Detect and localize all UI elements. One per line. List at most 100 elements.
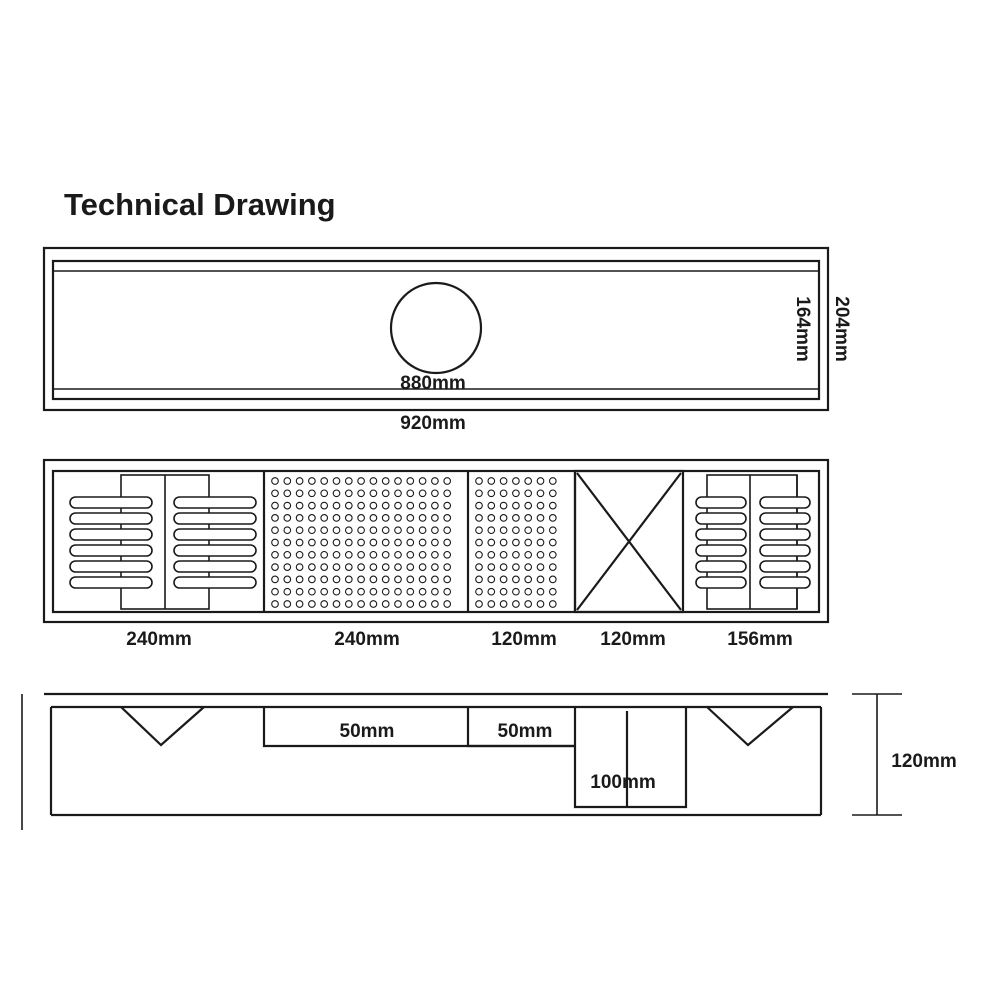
perforation-hole bbox=[524, 489, 533, 498]
perforation-hole bbox=[381, 587, 390, 596]
perforation-hole bbox=[357, 563, 365, 571]
perforation-hole bbox=[271, 550, 279, 559]
grate-section-perforated-wide bbox=[271, 471, 470, 612]
perforation-hole bbox=[271, 575, 279, 584]
perforation-hole bbox=[524, 550, 533, 559]
perforation-hole bbox=[431, 501, 439, 510]
perforation-hole bbox=[524, 514, 533, 522]
perforation-hole bbox=[512, 587, 520, 596]
perforation-hole bbox=[499, 587, 508, 596]
perforation-hole bbox=[381, 550, 390, 559]
perforation-hole bbox=[418, 489, 427, 498]
perforation-hole bbox=[295, 477, 304, 485]
inner-width-label: 164mm bbox=[792, 296, 813, 362]
perforation-hole bbox=[332, 538, 341, 547]
perforation-hole bbox=[308, 514, 316, 522]
perforation-hole bbox=[418, 550, 427, 559]
perforation-hole bbox=[344, 563, 353, 571]
perforation-hole bbox=[418, 501, 427, 510]
perforation-hole bbox=[320, 538, 329, 547]
perforation-hole bbox=[369, 587, 378, 596]
perforation-hole bbox=[295, 550, 304, 559]
perforation-hole bbox=[394, 514, 402, 522]
perforation-hole bbox=[406, 587, 415, 596]
perforation-hole bbox=[487, 587, 496, 596]
perforation-hole bbox=[499, 477, 508, 485]
perforation-hole bbox=[369, 489, 378, 498]
perforation-hole bbox=[524, 477, 533, 485]
perforation-hole bbox=[431, 526, 439, 535]
perforation-hole bbox=[308, 538, 316, 547]
perforation-hole bbox=[308, 550, 316, 559]
perforation-hole bbox=[332, 600, 341, 608]
perforation-hole bbox=[283, 477, 292, 485]
grate-view: 240mm 240mm 120mm 120mm 156mm bbox=[42, 458, 830, 650]
perforation-hole bbox=[283, 514, 292, 522]
perforation-hole bbox=[512, 575, 520, 584]
perforation-hole bbox=[271, 600, 279, 608]
top-view-inner-frame bbox=[51, 259, 821, 401]
perforation-hole bbox=[536, 489, 545, 498]
perforation-hole bbox=[271, 538, 279, 547]
perforation-hole bbox=[406, 563, 415, 571]
inner-length-label: 880mm bbox=[400, 373, 466, 394]
perforation-hole bbox=[406, 600, 415, 608]
grate-outer-frame bbox=[42, 458, 830, 624]
depth-label: 50mm bbox=[340, 721, 395, 742]
section-width-label: 156mm bbox=[727, 629, 793, 650]
perforation-hole bbox=[381, 514, 390, 522]
perforation-hole bbox=[475, 600, 483, 608]
perforation-hole bbox=[332, 587, 341, 596]
perforation-hole bbox=[381, 526, 390, 535]
outlet-sump bbox=[573, 707, 688, 809]
perforation-hole bbox=[320, 477, 329, 485]
perforation-hole bbox=[295, 514, 304, 522]
perforation-hole bbox=[394, 477, 402, 485]
perforation-hole bbox=[332, 563, 341, 571]
perforation-hole bbox=[536, 575, 545, 584]
perforation-hole bbox=[320, 501, 329, 510]
perforation-hole bbox=[320, 489, 329, 498]
perforation-hole bbox=[332, 501, 341, 510]
perforation-hole bbox=[512, 563, 520, 571]
perforation-hole bbox=[418, 477, 427, 485]
perforation-hole bbox=[308, 489, 316, 498]
perforation-hole bbox=[394, 575, 402, 584]
perforation-hole bbox=[512, 514, 520, 522]
perforation-hole bbox=[369, 600, 378, 608]
perforation-hole bbox=[308, 587, 316, 596]
perforation-hole bbox=[487, 575, 496, 584]
perforation-hole bbox=[536, 526, 545, 535]
perforation-hole bbox=[308, 575, 316, 584]
perforation-hole bbox=[524, 587, 533, 596]
perforation-hole bbox=[475, 489, 483, 498]
perforation-hole bbox=[283, 600, 292, 608]
perforation-hole bbox=[548, 501, 557, 510]
perforation-hole bbox=[431, 489, 439, 498]
perforation-hole bbox=[418, 538, 427, 547]
perforation-hole bbox=[394, 550, 402, 559]
perforation-hole bbox=[475, 587, 483, 596]
perforation-hole bbox=[524, 526, 533, 535]
perforation-hole bbox=[524, 563, 533, 571]
perforation-hole bbox=[394, 563, 402, 571]
perforation-hole bbox=[271, 587, 279, 596]
perforation-hole bbox=[344, 587, 353, 596]
perforation-hole bbox=[475, 526, 483, 535]
section-width-label: 240mm bbox=[126, 629, 192, 650]
perforation-hole bbox=[418, 575, 427, 584]
perforation-hole bbox=[271, 514, 279, 522]
perforation-hole bbox=[332, 489, 341, 498]
perforation-hole bbox=[487, 477, 496, 485]
perforation-hole bbox=[357, 550, 365, 559]
perforation-hole bbox=[443, 587, 452, 596]
perforation-hole bbox=[475, 575, 483, 584]
perforation-hole bbox=[499, 514, 508, 522]
perforation-hole bbox=[271, 501, 279, 510]
perforation-hole bbox=[524, 538, 533, 547]
perforation-hole bbox=[548, 514, 557, 522]
perforation-hole bbox=[357, 489, 365, 498]
perforation-hole bbox=[443, 550, 452, 559]
perforation-hole bbox=[487, 563, 496, 571]
